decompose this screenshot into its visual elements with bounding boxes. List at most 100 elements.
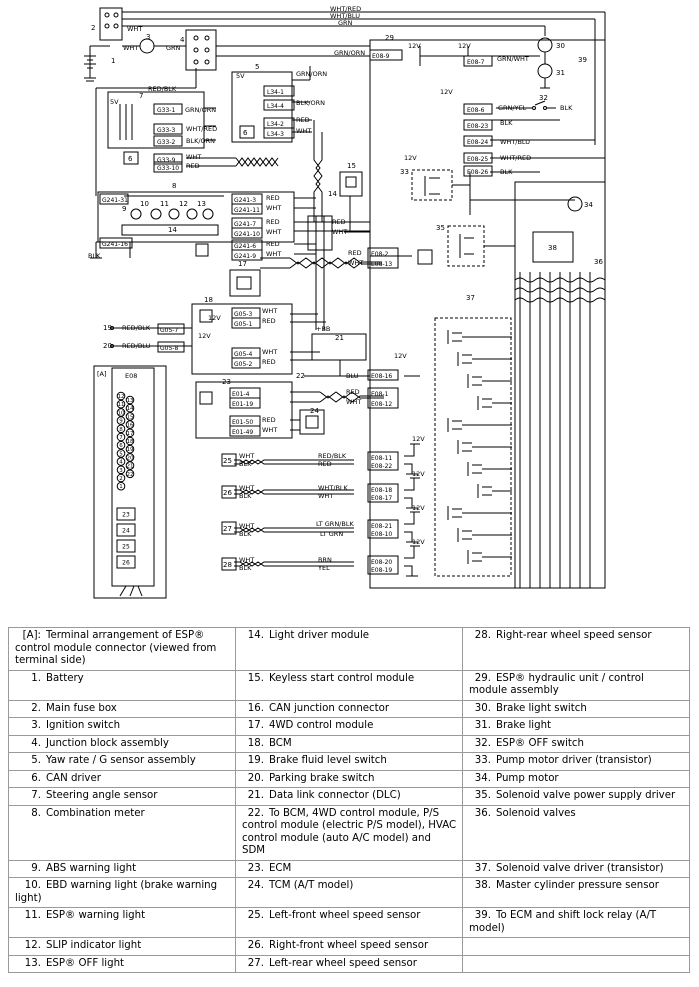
conn-e08-2: E08-2 [371,251,389,258]
legend-number: 1. [31,672,41,684]
volt-bb: +BB [316,325,330,333]
legend-text: Solenoid valve power supply driver [496,790,676,801]
legend-text: Steering angle sensor [46,790,158,801]
wiring-diagram: WHT/RED WHT/BLU GRN WHT WHT GRN GRN/ORN … [84,5,606,599]
callout-13: 13 [197,200,206,208]
legend-number: 35. [474,790,491,801]
legend-number: 21. [247,790,264,801]
module-connector-blocks [99,85,295,437]
conn-e08-20: E08-20 [371,559,392,566]
conn-e01-19: E01-19 [232,401,253,408]
conn-g241-16: G241-16 [102,241,128,248]
wire-wht-blu-2: WHT/BLU [500,138,530,146]
legend-cell: 6.CAN driver [8,769,236,788]
callout-2: 2 [91,24,95,32]
volt-5v-1: 5V [236,72,245,80]
wire-red-10: RED [346,388,360,396]
legend-text: Yaw rate / G sensor assembly [46,755,196,766]
legend-number: 9. [31,862,41,874]
conn-e08-9: E08-9 [372,53,390,60]
inset-pin-left [116,399,126,409]
legend-text: ESP® hydraulic unit / control module ass… [469,672,644,697]
wire-red-blk-3: RED/BLK [318,452,347,460]
inset-pin-left-label: 5 [119,451,123,457]
conn-g33-9: G33-9 [157,157,175,164]
wire-blk-6: BLK [239,492,252,500]
inset-pin-right [125,412,135,421]
callout-26: 26 [223,489,232,497]
inset-pin-right-label: 14 [127,406,134,412]
conn-e08-11: E08-11 [371,455,392,462]
legend-cell: 21.Data link connector (DLC) [235,787,463,806]
legend-text: Brake light [496,720,552,731]
wire-grn-wht: GRN/WHT [497,55,529,63]
inset-pin-right [125,453,135,462]
ecm-box [195,381,293,439]
inset-pin-left-label: 9 [119,419,123,425]
legend-cell: 19.Brake fluid level switch [235,752,463,771]
legend-text: ABS warning light [46,862,137,874]
inset-pin-left [116,424,126,434]
inset-pin-large-label: 25 [122,544,130,551]
callout-8: 8 [172,182,176,190]
wire-blk-7: BLK [239,530,252,538]
callout-1: 1 [111,57,115,65]
legend-number: 12. [24,940,41,951]
inset-pin-right [125,395,135,405]
legend-number: 15. [247,672,264,684]
wire-lt-grn: LT GRN [320,530,343,538]
wire-blk-8: BLK [239,564,252,572]
legend-number: [A]: [22,630,41,641]
conn-g33-2: G33-2 [157,139,175,146]
conn-e01-49: E01-49 [232,429,253,436]
junction-block [185,29,217,71]
conn-g33-10: G33-10 [157,165,179,172]
inset-pin-right-label: 13 [127,398,134,404]
legend-cell: 23.ECM [235,859,463,878]
callout-3: 3 [146,33,150,41]
inset-pin-right [125,461,135,470]
callout-12: 12 [179,200,188,208]
legend-text: Master cylinder pressure sensor [496,880,659,891]
legend-text: To BCM, 4WD control module, P/S control … [242,807,457,857]
wire-wht-8: WHT [266,250,281,258]
legend-text: Solenoid valve driver (transistor) [496,862,664,874]
legend-text: ESP® OFF light [46,957,125,969]
legend-number: 25. [247,910,264,921]
legend-cell: 5.Yaw rate / G sensor assembly [8,752,236,771]
volt-12v-2: 12V [458,42,471,50]
wire-wht-2: WHT [123,44,138,52]
callout-14a: 14 [168,226,177,234]
callout-9: 9 [122,205,126,213]
conn-g05-7: G05-7 [160,327,178,334]
legend-text: To ECM and shift lock relay (A/T model) [469,910,657,934]
inset-pin-left-label: 11 [118,402,125,408]
legend-cell [462,937,690,956]
callout-5: 5 [255,63,259,71]
inset-pin-right-label: 17 [127,431,134,437]
legend-cell: 12.SLIP indicator light [8,937,236,956]
legend-text: BCM [269,737,292,749]
legend-cell: 39.To ECM and shift lock relay (A/T mode… [462,907,690,938]
callout-33: 33 [400,168,409,176]
inset-pin-left-label: 4 [119,460,123,466]
inset-pin-large-label: 23 [122,512,130,519]
inset-pin-left [116,449,126,458]
legend-number: 33. [474,755,491,766]
legend-cell [462,954,690,973]
ignition-switch-symbol [139,38,155,54]
legend-cell: 26.Right-front wheel speed sensor [235,937,463,956]
inset-pin-left [116,465,126,475]
legend-text: TCM (A/T model) [269,880,354,891]
legend-number: 31. [474,720,491,731]
legend-number: 29. [474,672,491,684]
combination-meter-box [97,191,295,243]
legend-text: Solenoid valves [496,807,576,819]
wire-wht-4: WHT [186,153,201,161]
